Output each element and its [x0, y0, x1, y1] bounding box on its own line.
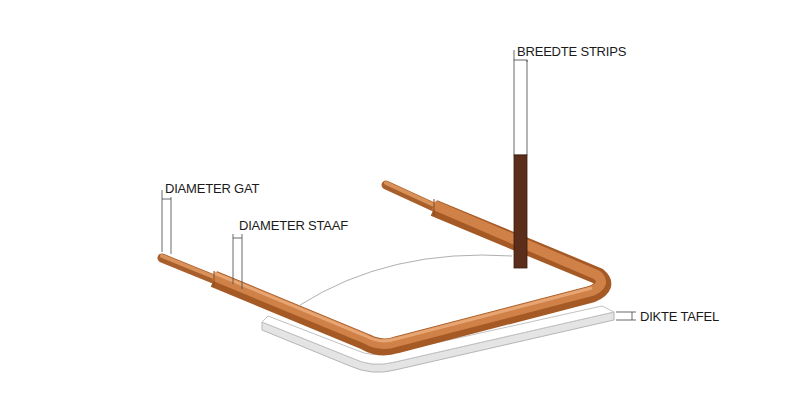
leader-line [514, 50, 515, 60]
copper-bar-highlight [214, 273, 592, 341]
guide-arc [300, 255, 512, 305]
dimension-label: DIAMETER GAT [165, 181, 259, 196]
bar-step-left [214, 271, 215, 287]
copper-bar-body [214, 205, 601, 344]
copper-bar [214, 208, 603, 347]
dimension-label: DIKTE TAFEL [640, 309, 719, 324]
thin-rod-left-highlight [162, 256, 216, 278]
strip-dimension-frame [514, 60, 527, 155]
bar-step-right [434, 199, 435, 216]
leader-line [616, 320, 636, 321]
leader-line [242, 234, 243, 289]
leader-line [171, 197, 172, 254]
leader-line [616, 312, 636, 313]
dimension-line [233, 238, 242, 239]
thin-rod-right-highlight [386, 183, 436, 206]
strip [514, 155, 527, 268]
dimension-label: DIAMETER STAAF [239, 218, 348, 233]
dimension-line [162, 199, 171, 200]
dimension-label: BREEDTE STRIPS [517, 44, 626, 59]
leader-line [527, 60, 528, 62]
dimension-line [632, 312, 633, 320]
leader-line [233, 234, 234, 284]
